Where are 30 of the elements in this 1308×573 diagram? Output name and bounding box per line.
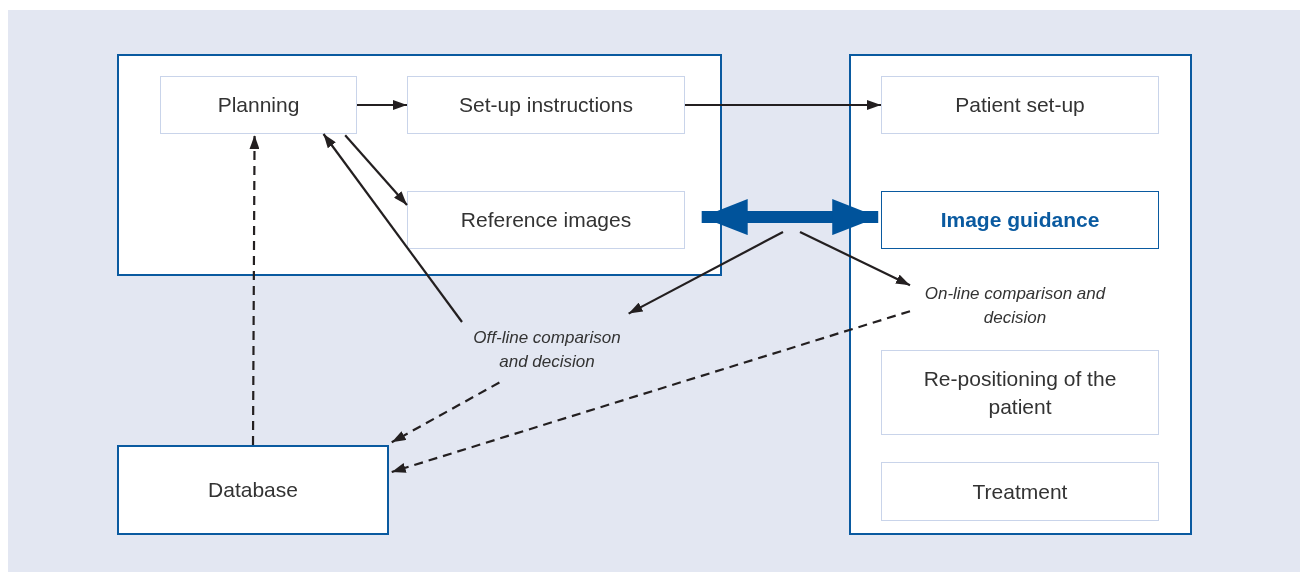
- process-box: [881, 191, 1159, 249]
- process-box: [881, 462, 1159, 521]
- arrow: [628, 231, 784, 315]
- annotation-text: Off-line comparison and decision: [462, 322, 632, 378]
- group-box: [117, 54, 722, 276]
- annotation-text: On-line comparison and decision: [910, 280, 1120, 332]
- arrow: [799, 231, 911, 287]
- group-box: [117, 445, 389, 535]
- box-label: Planning: [216, 92, 301, 118]
- arrow: [322, 133, 463, 323]
- box-label: Re-positioning of the patient: [922, 365, 1118, 420]
- box-label: Set-up instructions: [458, 92, 634, 118]
- box-label: Treatment: [971, 478, 1069, 505]
- process-box: [160, 76, 357, 134]
- arrow: [249, 135, 260, 445]
- double-arrow: [701, 199, 879, 236]
- box-label: Patient set-up: [954, 92, 1086, 118]
- arrow: [391, 381, 500, 444]
- box-label: Database: [207, 477, 299, 503]
- arrow: [685, 100, 881, 110]
- process-box: [407, 76, 685, 134]
- box-label: Reference images: [459, 207, 633, 233]
- arrow: [391, 310, 911, 474]
- process-box: [881, 76, 1159, 134]
- group-box: [849, 54, 1192, 535]
- box-label: Image guidance: [939, 207, 1101, 233]
- process-box: [881, 350, 1159, 435]
- arrow: [357, 100, 407, 110]
- arrow: [344, 134, 408, 206]
- process-box: [407, 191, 685, 249]
